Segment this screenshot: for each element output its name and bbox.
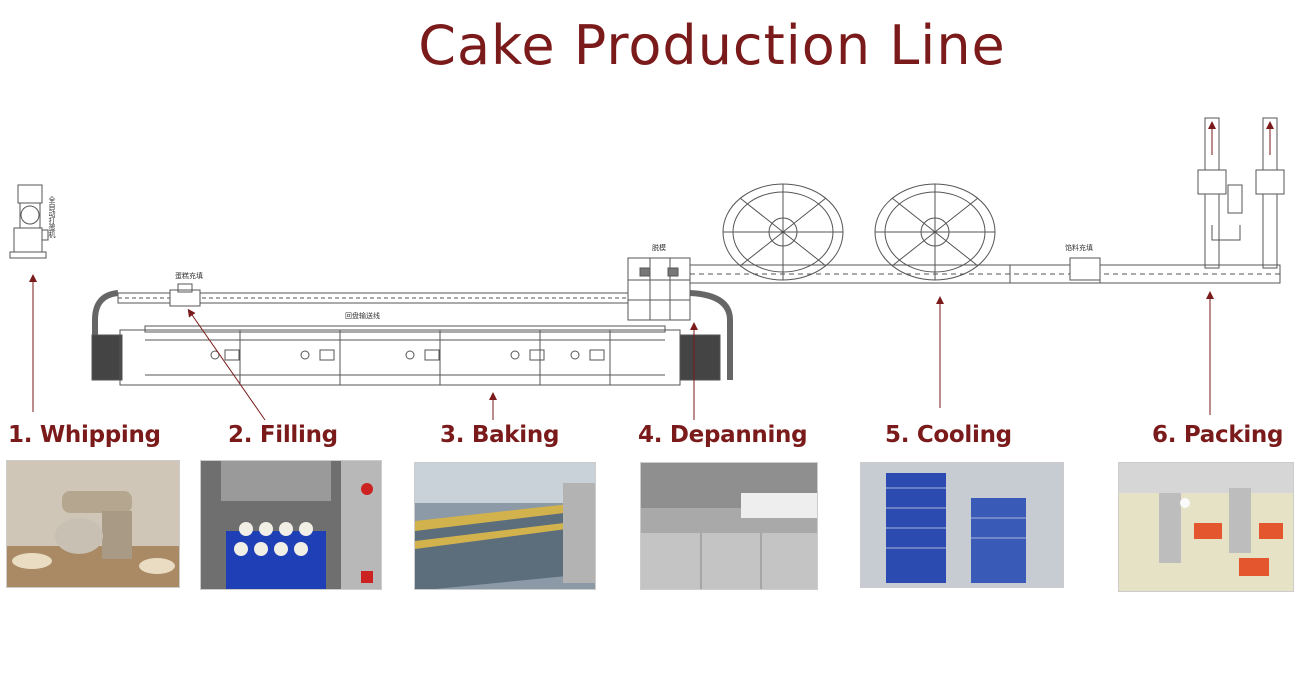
spiral-cooler-1 bbox=[722, 183, 844, 281]
cream-filling-label: 馅料充填 bbox=[1065, 243, 1093, 252]
step-label-baking: 3. Baking bbox=[440, 422, 560, 448]
packing-towers bbox=[1197, 117, 1285, 269]
depanning-label: 脱模 bbox=[652, 243, 666, 252]
step-label-packing: 6. Packing bbox=[1152, 422, 1284, 448]
photo-packing bbox=[1118, 462, 1294, 592]
step-label-whipping: 1. Whipping bbox=[8, 422, 161, 448]
step-label-filling: 2. Filling bbox=[228, 422, 338, 448]
step-label-cooling: 5. Cooling bbox=[885, 422, 1012, 448]
photo-whipping bbox=[6, 460, 180, 588]
depanning-station bbox=[627, 257, 691, 321]
cooling-conveyor bbox=[689, 257, 1281, 284]
mixer-machine bbox=[9, 184, 49, 259]
photo-cooling bbox=[860, 462, 1064, 588]
mixer-label: 全自动打蛋机 bbox=[48, 195, 56, 239]
photo-baking bbox=[414, 462, 596, 590]
return-conveyor-label: 回盘输送线 bbox=[345, 311, 380, 320]
step-label-depanning: 4. Depanning bbox=[638, 422, 808, 448]
spiral-cooler-2 bbox=[874, 183, 996, 281]
arrow-filling bbox=[187, 308, 266, 421]
page-title: Cake Production Line bbox=[418, 14, 1006, 77]
photo-filling bbox=[200, 460, 382, 590]
filling-station-label: 蛋糕充填 bbox=[175, 271, 203, 280]
photo-depanning bbox=[640, 462, 818, 590]
